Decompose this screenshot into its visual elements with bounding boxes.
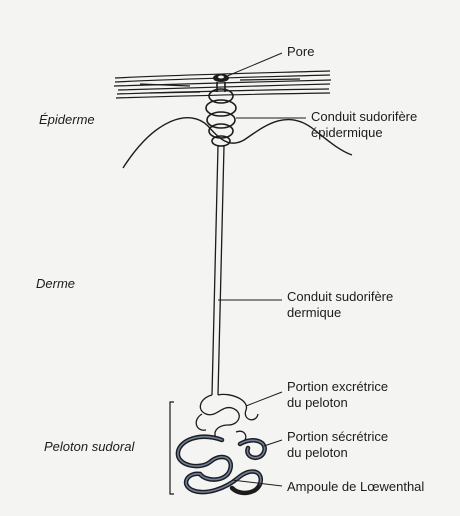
pore-opening	[213, 74, 229, 82]
epidermis-layer-label: Épiderme	[39, 112, 95, 128]
coil-bracket	[170, 402, 174, 494]
coil-layer-label: Peloton sudoral	[44, 439, 134, 455]
leader-lines	[218, 53, 306, 486]
excretory-portion-label: Portion excrétrice du peloton	[287, 379, 388, 411]
ampulla-label: Ampoule de Lœwenthal	[287, 479, 424, 495]
excretory-leader	[246, 392, 282, 406]
epidermal-duct-label: Conduit sudorifère épidermique	[311, 109, 417, 141]
dermal-duct-label: Conduit sudorifère dermique	[287, 289, 393, 321]
dermal-duct	[212, 146, 224, 395]
secretory-portion-label: Portion sécrétrice du peloton	[287, 429, 388, 461]
dermis-layer-label: Derme	[36, 276, 75, 292]
secretory-leader	[264, 440, 282, 446]
pore-label: Pore	[287, 44, 314, 60]
